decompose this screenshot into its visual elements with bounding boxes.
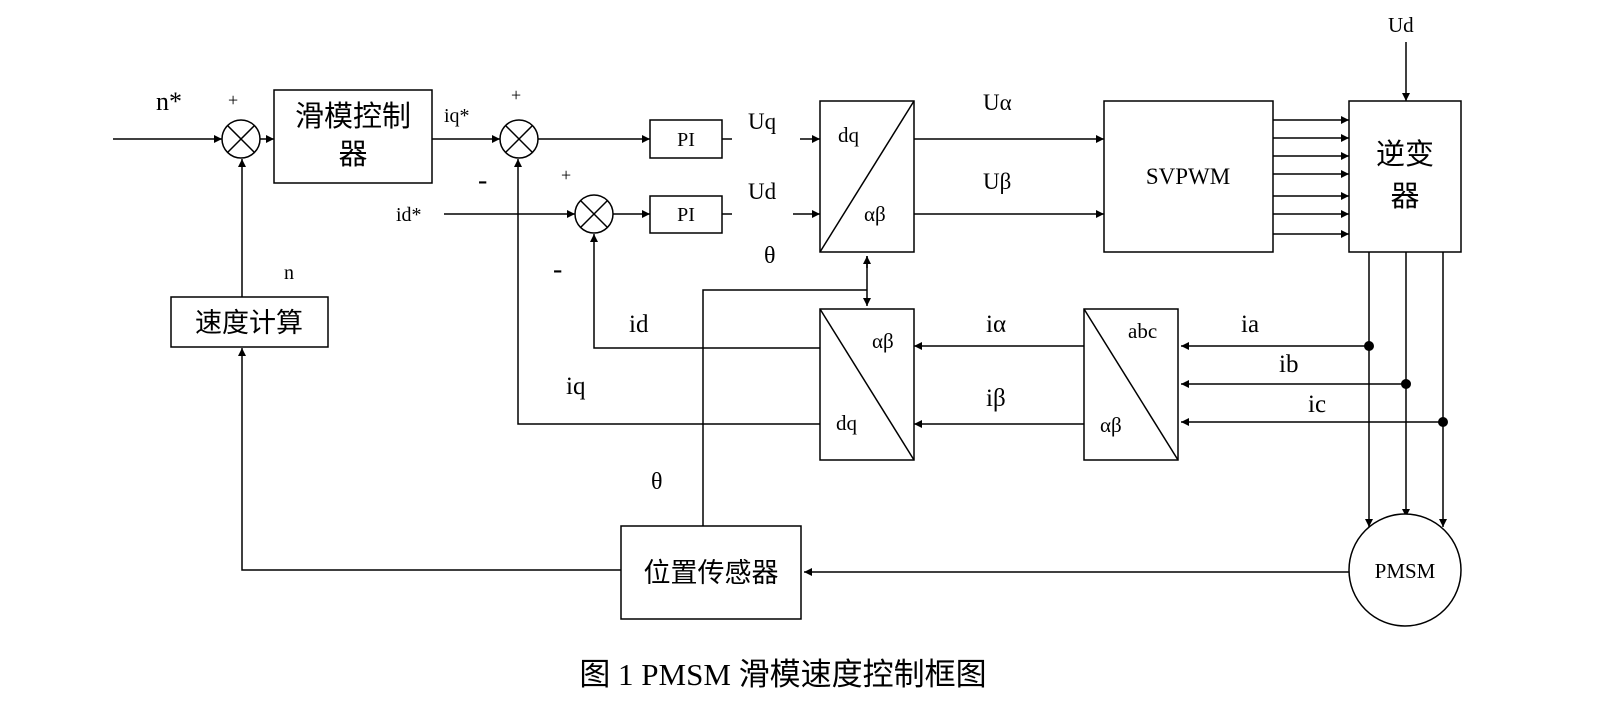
sum-junction-2	[499, 119, 539, 159]
smc-label-line1: 滑模控制	[295, 100, 411, 133]
n-label: n	[284, 262, 294, 284]
position-sensor-label: 位置传感器	[644, 558, 779, 588]
sum3-plus-sign: +	[561, 165, 571, 185]
pwm-lines	[1273, 116, 1349, 238]
i-beta-label: iβ	[986, 385, 1006, 412]
park-dq-label: dq	[836, 411, 858, 435]
junction-dot	[1401, 379, 1411, 389]
smc-label-line2: 器	[338, 139, 367, 171]
inverter-label-line2: 器	[1390, 181, 1419, 213]
speed-calc-label: 速度计算	[195, 308, 303, 338]
sum3-minus-sign: -	[553, 254, 562, 285]
connections	[113, 42, 1448, 576]
ud-dc-label: Ud	[1388, 13, 1414, 37]
inverse-park-dq-label: dq	[838, 123, 860, 147]
ic-label: ic	[1308, 391, 1326, 418]
speed-calc-block: 速度计算	[170, 296, 329, 348]
park-ab-label: αβ	[872, 329, 894, 353]
junction-dot	[1438, 417, 1448, 427]
sum2-minus-sign: -	[478, 165, 487, 196]
inverter-block: 逆变 器	[1348, 100, 1462, 253]
smc-block: 滑模控制 器	[273, 89, 433, 184]
sign-labels: + + - + -	[228, 85, 571, 285]
signal-labels: n* n iq* id* Uq Ud Ud Uα Uβ θ θ id iq iα…	[156, 13, 1414, 495]
i-alpha-label: iα	[986, 311, 1006, 338]
sum1-plus-sign: +	[228, 90, 238, 110]
inverter-label-line1: 逆变	[1376, 138, 1434, 171]
inverse-park-block: dq αβ	[819, 100, 915, 253]
ia-label: ia	[1241, 311, 1259, 338]
n-ref-label: n*	[156, 87, 182, 116]
id-label: id	[629, 311, 649, 338]
pi-q-label: PI	[677, 129, 695, 151]
pi-d-label: PI	[677, 204, 695, 226]
junction-dot	[1364, 341, 1374, 351]
u-beta-label: Uβ	[983, 169, 1011, 194]
sum-junction-1	[221, 119, 261, 159]
sensor-to-speed-line	[238, 348, 621, 571]
id-feedback-line	[590, 234, 820, 349]
sum2-plus-sign: +	[511, 85, 521, 105]
u-alpha-label: Uα	[983, 90, 1012, 115]
iq-feedback-line	[514, 159, 820, 425]
position-sensor-block: 位置传感器	[620, 525, 802, 620]
id-ref-label: id*	[396, 204, 422, 226]
sum-junction-3	[574, 194, 614, 234]
pmsm-label: PMSM	[1375, 559, 1436, 583]
inverse-park-ab-label: αβ	[864, 202, 886, 226]
pi-d-block: PI	[649, 195, 723, 234]
iq-label: iq	[566, 373, 586, 400]
figure-caption: 图 1 PMSM 滑模速度控制框图	[579, 657, 986, 692]
ud-label: Ud	[748, 179, 777, 204]
theta-line	[702, 289, 867, 526]
park-block: αβ dq	[819, 308, 915, 461]
clarke-block: abc αβ	[1083, 308, 1179, 461]
pmsm-motor: PMSM	[1348, 513, 1462, 627]
clarke-ab-label: αβ	[1100, 413, 1122, 437]
theta-bottom-label: θ	[651, 469, 663, 495]
svpwm-block: SVPWM	[1103, 100, 1274, 253]
iq-ref-label: iq*	[444, 105, 470, 127]
clarke-abc-label: abc	[1128, 319, 1157, 343]
uq-label: Uq	[748, 109, 777, 134]
pi-q-block: PI	[649, 119, 723, 159]
ib-label: ib	[1279, 351, 1298, 378]
svpwm-label: SVPWM	[1146, 164, 1230, 189]
theta-top-label: θ	[764, 243, 776, 269]
